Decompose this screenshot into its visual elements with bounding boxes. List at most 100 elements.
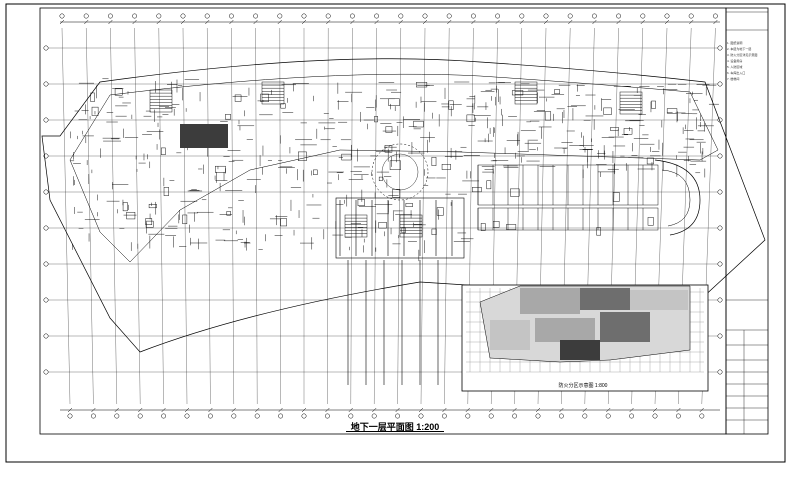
room-box: [357, 199, 365, 206]
axis-bubble-bottom: [254, 413, 260, 419]
room-box: [405, 203, 413, 207]
stair-core: [399, 214, 423, 238]
room-box: [280, 218, 287, 227]
room-box: [623, 128, 633, 135]
room-box: [313, 169, 318, 175]
axis-line-vertical: [110, 27, 117, 405]
axis-bubble-top: [228, 13, 234, 19]
drawing-title: 地下一层平面图 1:200: [350, 422, 440, 432]
central-plaza: [371, 143, 429, 201]
axis-line-vertical: [420, 27, 426, 405]
axis-bubble-bottom: [371, 413, 377, 419]
axis-line-vertical: [279, 27, 281, 405]
room-box: [647, 217, 654, 226]
room-box: [431, 156, 437, 166]
axis-bubble-top: [107, 13, 113, 19]
sheet-border: [5, 3, 786, 463]
room-box: [392, 189, 401, 198]
room-box: [554, 89, 560, 94]
inset-title: 防火分区示意图 1:800: [558, 383, 608, 389]
axis-bubble-left: [43, 117, 49, 123]
axis-bubble-top: [156, 13, 162, 19]
axis-bubble-top: [664, 13, 670, 19]
zone-d: [560, 340, 600, 360]
room-box: [603, 107, 612, 115]
room-box: [91, 106, 99, 116]
room-box: [480, 223, 486, 231]
axis-bubble-right: [717, 225, 723, 231]
axis-bubble-bottom: [301, 413, 307, 419]
axis-bubble-left: [43, 81, 49, 87]
axis-bubble-bottom: [441, 413, 447, 419]
room-box: [225, 114, 231, 120]
axis-bubble-top: [422, 13, 428, 19]
fire-zone-inset: [461, 284, 709, 392]
axis-bubble-bottom: [231, 413, 237, 419]
room-box: [161, 147, 166, 155]
axis-bubble-bottom: [395, 413, 401, 419]
room-box: [226, 211, 231, 216]
note-item: 3. 防火分区详见示意图: [727, 53, 758, 57]
axis-bubble-bottom: [114, 413, 120, 419]
note-item: 7. 楼梯间: [727, 77, 740, 81]
axis-bubble-top: [204, 13, 210, 19]
axis-bubble-top: [59, 13, 65, 19]
room-box: [260, 93, 269, 102]
axis-bubble-bottom: [488, 413, 494, 419]
axis-bubble-bottom: [699, 413, 705, 419]
room-box: [145, 218, 153, 225]
zone-f: [490, 320, 530, 350]
axis-bubble-right: [717, 333, 723, 339]
axis-line-vertical: [231, 27, 234, 405]
building-outline: [41, 58, 766, 353]
axis-bubble-bottom: [184, 413, 190, 419]
axis-bubble-bottom: [605, 413, 611, 419]
axis-bubble-bottom: [161, 413, 167, 419]
axis-line-vertical: [134, 27, 141, 405]
room-box: [666, 108, 678, 114]
stair-core: [261, 81, 285, 105]
inner-outline: [69, 73, 719, 263]
axis-line-vertical: [207, 27, 211, 405]
axis-bubble-right: [717, 261, 723, 267]
room-box: [610, 127, 619, 131]
axis-bubble-top: [712, 13, 718, 19]
note-item: 6. 车库出入口: [727, 71, 746, 75]
room-box: [486, 180, 492, 190]
axis-line-vertical: [444, 27, 450, 405]
axis-bubble-top: [519, 13, 525, 19]
axis-bubble-right: [717, 369, 723, 375]
room-box: [378, 176, 383, 181]
stair-core: [149, 89, 173, 113]
equipment-room: [180, 124, 228, 148]
zone-e: [600, 312, 650, 342]
axis-bubble-left: [43, 45, 49, 51]
room-box: [596, 227, 601, 236]
room-box: [448, 100, 454, 110]
room-box: [280, 103, 286, 109]
room-box: [436, 207, 444, 216]
axis-bubble-bottom: [535, 413, 541, 419]
axis-bubble-top: [325, 13, 331, 19]
room-box: [385, 126, 393, 133]
axis-bubble-left: [43, 297, 49, 303]
room-box: [215, 165, 226, 173]
axis-bubble-bottom: [512, 413, 518, 419]
axis-bubble-top: [374, 13, 380, 19]
room-box: [431, 228, 437, 235]
title-block: [725, 7, 769, 435]
axis-bubble-top: [349, 13, 355, 19]
room-box: [341, 153, 352, 161]
axis-bubble-bottom: [652, 413, 658, 419]
axis-bubble-right: [717, 297, 723, 303]
title-block-grid: [726, 11, 768, 434]
room-box: [388, 98, 400, 106]
note-item: 5. 人防区域: [727, 65, 743, 69]
axis-bubble-top: [591, 13, 597, 19]
note-item: 1. 图纸说明: [727, 41, 743, 45]
room-box: [472, 187, 482, 193]
axis-bubble-left: [43, 225, 49, 231]
room-box: [510, 188, 520, 197]
axis-bubble-left: [43, 333, 49, 339]
ramp-inner: [661, 169, 691, 227]
